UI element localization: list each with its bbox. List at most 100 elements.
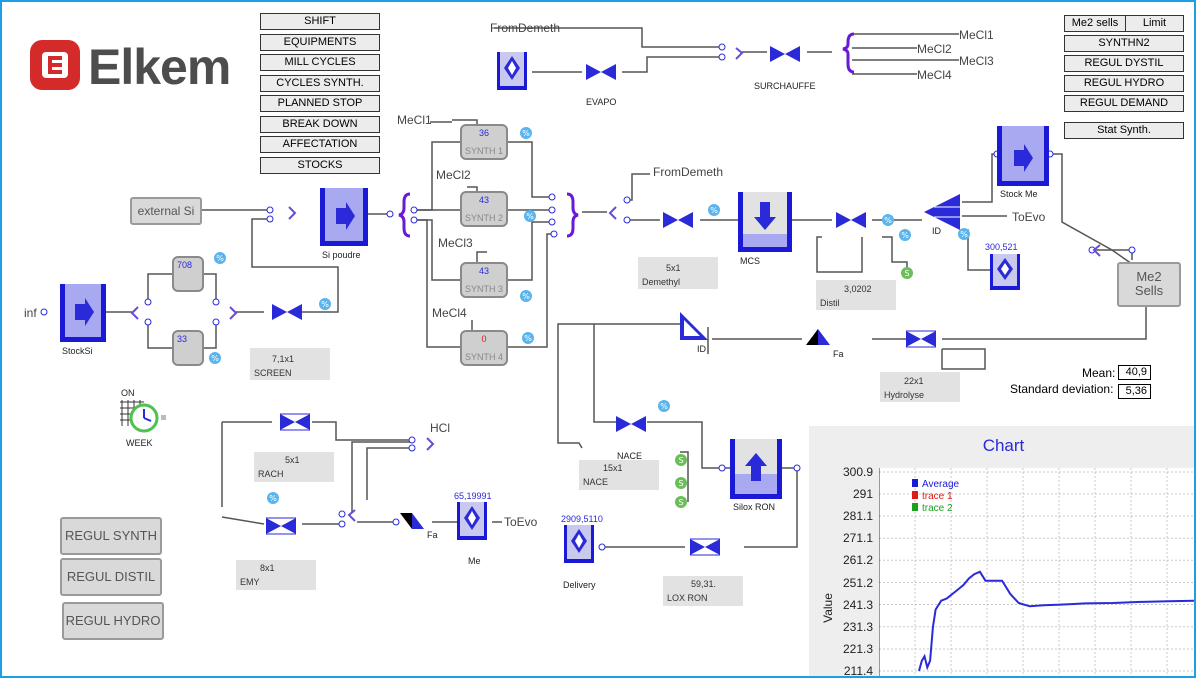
s-badge-icon[interactable]: S (675, 477, 687, 489)
evapo-tank-icon[interactable] (497, 52, 527, 92)
delivery-tank-icon[interactable] (564, 525, 594, 565)
mecl3-label-top: MeCl3 (959, 54, 994, 68)
regul-demand-button[interactable]: REGUL DEMAND (1064, 95, 1184, 112)
distil-splitter-icon[interactable] (922, 192, 962, 232)
evapo-valve-icon[interactable] (586, 62, 616, 82)
s-badge-icon[interactable]: S (675, 454, 687, 466)
regul-hydro-button[interactable]: REGUL HYDRO (62, 602, 164, 640)
percent-badge-icon[interactable]: % (520, 290, 532, 302)
screen-equipment-box[interactable]: 7,1x1 SCREEN (250, 348, 330, 380)
s-badge-icon[interactable]: S (901, 267, 913, 279)
week-label: WEEK (126, 438, 153, 448)
mill-1[interactable]: 708 (172, 256, 204, 292)
percent-badge-icon[interactable]: % (267, 492, 279, 504)
id-splitter-icon[interactable] (678, 310, 710, 342)
screen-equipment-label: SCREEN (254, 368, 292, 378)
synth-2-reactor[interactable]: 43 SYNTH 2 (460, 191, 508, 227)
rach-equipment-box[interactable]: 5x1 RACH (254, 452, 334, 482)
emy-valve-icon[interactable] (266, 516, 296, 536)
mecl4-label: MeCl4 (432, 306, 467, 320)
nav-button-mill-cycles[interactable]: MILL CYCLES (260, 54, 380, 71)
synth-1-reactor[interactable]: 36 SYNTH 1 (460, 124, 508, 160)
week-clock-icon[interactable] (118, 398, 166, 436)
svg-text:%: % (522, 129, 530, 138)
emy-equipment-value: 8x1 (260, 563, 275, 573)
silox-ron-silo[interactable] (730, 439, 782, 499)
me2-sells-block[interactable]: Me2 Sells (1117, 262, 1181, 307)
nav-button-cycles-synth[interactable]: CYCLES SYNTH. (260, 75, 380, 92)
me-tank-icon[interactable] (457, 502, 487, 540)
nav-button-planned-stop[interactable]: PLANNED STOP (260, 95, 380, 112)
hcl-label: HCl (430, 421, 450, 435)
distil-equipment-box[interactable]: 3,0202 Distil (816, 280, 896, 310)
chart-y-tick-label: 271.1 (842, 531, 873, 546)
lox-ron-valve-icon[interactable] (690, 537, 720, 557)
demethyl-valve-icon[interactable] (663, 210, 693, 230)
limit-button[interactable]: Limit (1125, 15, 1184, 32)
chart-y-tick-label: 291 (852, 487, 873, 501)
mecl4-label-top: MeCl4 (917, 68, 952, 82)
toevo-label-bottom: ToEvo (504, 515, 538, 529)
rach-equipment-value: 5x1 (285, 455, 300, 465)
stock-me-silo[interactable] (997, 126, 1049, 186)
nav-button-equipments[interactable]: EQUIPMENTS (260, 34, 380, 51)
nace-equipment-value: 15x1 (603, 463, 623, 473)
mcs-silo[interactable] (738, 192, 792, 252)
legend-average: Average (912, 479, 959, 490)
delivery-readout: 2909,5110 (561, 514, 603, 524)
emy-equipment-box[interactable]: 8x1 EMY (236, 560, 316, 590)
percent-badge-icon[interactable]: % (520, 127, 532, 139)
lox-ron-equipment-label: LOX RON (667, 593, 708, 603)
regul-dystil-button[interactable]: REGUL DYSTIL (1064, 55, 1184, 72)
percent-badge-icon[interactable]: % (899, 229, 911, 241)
external-si-block[interactable]: external Si (130, 197, 202, 225)
mill-2[interactable]: ​33 (172, 330, 204, 366)
nav-button-affectation[interactable]: AFFECTATION (260, 136, 380, 153)
svg-text:%: % (526, 212, 534, 221)
regul-hydro-button-top[interactable]: REGUL HYDRO (1064, 75, 1184, 92)
elkem-logo-icon (30, 40, 80, 90)
demethyl-equipment-box[interactable]: 5x1 Demethyl (638, 257, 718, 289)
me2-sells-line1: Me2 (1136, 269, 1162, 284)
nace-equipment-label: NACE (583, 477, 609, 487)
percent-badge-icon[interactable]: % (882, 214, 894, 226)
percent-badge-icon[interactable]: % (209, 352, 221, 364)
demethyl-equipment-label: Demethyl (642, 277, 681, 287)
stat-synth-button[interactable]: Stat Synth. (1064, 122, 1184, 139)
fa-mixer-icon-top[interactable] (806, 329, 830, 345)
percent-badge-icon[interactable]: % (958, 228, 970, 240)
synthn2-button[interactable]: SYNTHN2 (1064, 35, 1184, 52)
hydrolyse-valve-icon[interactable] (906, 329, 936, 349)
percent-badge-icon[interactable]: % (708, 204, 720, 216)
si-poudre-silo[interactable] (320, 188, 368, 246)
nav-button-break-down[interactable]: BREAK DOWN (260, 116, 380, 133)
fa-mixer-icon-bottom[interactable] (400, 513, 424, 529)
percent-badge-icon[interactable]: % (522, 332, 534, 344)
lox-ron-equipment-box[interactable]: 59,31. LOX RON (663, 576, 743, 606)
nace-valve-icon[interactable] (616, 414, 646, 434)
synth-4-reactor[interactable]: 0 SYNTH 4 (460, 330, 508, 366)
me-label: Me (468, 556, 481, 566)
svg-text:%: % (321, 300, 329, 309)
nace-equipment-box[interactable]: 15x1 NACE (579, 460, 659, 490)
stock-me-tank-icon[interactable] (990, 254, 1020, 290)
synth-3-reactor[interactable]: 43 SYNTH 3 (460, 262, 508, 298)
distil-valve-icon[interactable] (836, 210, 866, 230)
me2-sells-button[interactable]: Me2 sells (1064, 15, 1126, 32)
nav-button-shift[interactable]: SHIFT (260, 13, 380, 30)
surchauffe-valve-icon[interactable] (770, 44, 800, 64)
hydrolyse-equipment-box[interactable]: 22x1 Hydrolyse (880, 372, 960, 402)
percent-badge-icon[interactable]: % (658, 400, 670, 412)
stocksi-silo[interactable] (60, 284, 106, 342)
regul-distil-button[interactable]: REGUL DISTIL (60, 558, 162, 596)
percent-badge-icon[interactable]: % (524, 210, 536, 222)
regul-synth-button[interactable]: REGUL SYNTH (60, 517, 162, 555)
s-badge-icon[interactable]: S (675, 496, 687, 508)
svg-text:S: S (678, 479, 683, 488)
chart-y-tick-label: 211.4 (843, 664, 873, 678)
screen-valve-icon[interactable] (272, 302, 302, 322)
rach-valve-icon[interactable] (280, 412, 310, 432)
percent-badge-icon[interactable]: % (319, 298, 331, 310)
percent-badge-icon[interactable]: % (214, 252, 226, 264)
nav-button-stocks[interactable]: STOCKS (260, 157, 380, 174)
